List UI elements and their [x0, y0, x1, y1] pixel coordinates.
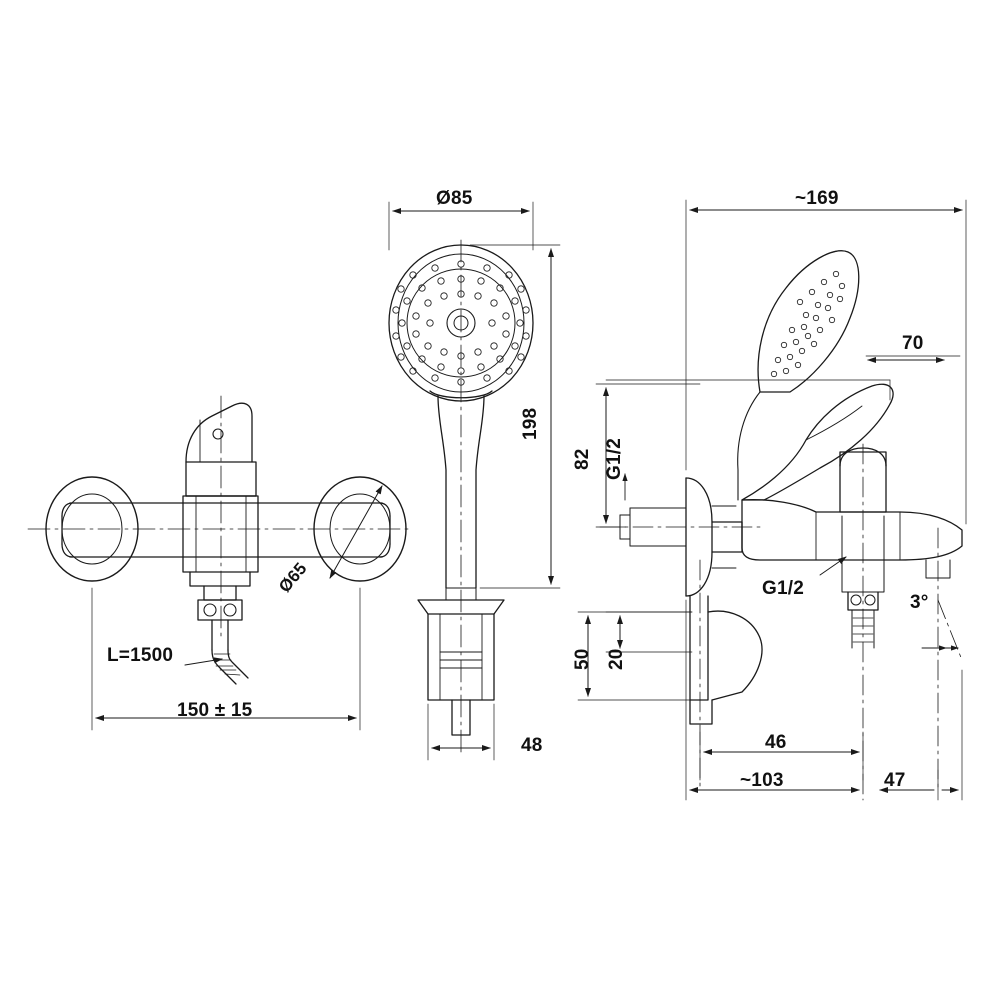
dim-handle-projection: 70 — [902, 333, 924, 354]
dim-outlet-angle: 3° — [910, 592, 929, 613]
dim-body-depth: ~103 — [740, 770, 784, 791]
dim-body-height: 50 — [572, 648, 593, 670]
dim-inlet-height: 82 — [572, 448, 593, 470]
dim-thread-left: G1/2 — [604, 438, 625, 480]
dim-overall-depth: ~169 — [795, 188, 839, 209]
dim-hose-length: L=1500 — [107, 645, 174, 666]
dim-lever-height: 20 — [606, 648, 627, 670]
dim-holder-width: 48 — [521, 735, 543, 756]
dim-outlet-offset: 46 — [765, 732, 787, 753]
view-front-mixer — [27, 395, 413, 731]
view-side-mixer — [577, 199, 967, 801]
view-hand-shower — [388, 201, 561, 761]
dim-shower-total-height: 198 — [520, 407, 541, 440]
dim-spout-depth: 47 — [884, 770, 906, 791]
dim-shower-head-diameter: Ø85 — [436, 188, 473, 209]
dim-spout-spacing: 150 ± 15 — [177, 700, 253, 721]
dim-thread-right: G1/2 — [762, 578, 804, 599]
